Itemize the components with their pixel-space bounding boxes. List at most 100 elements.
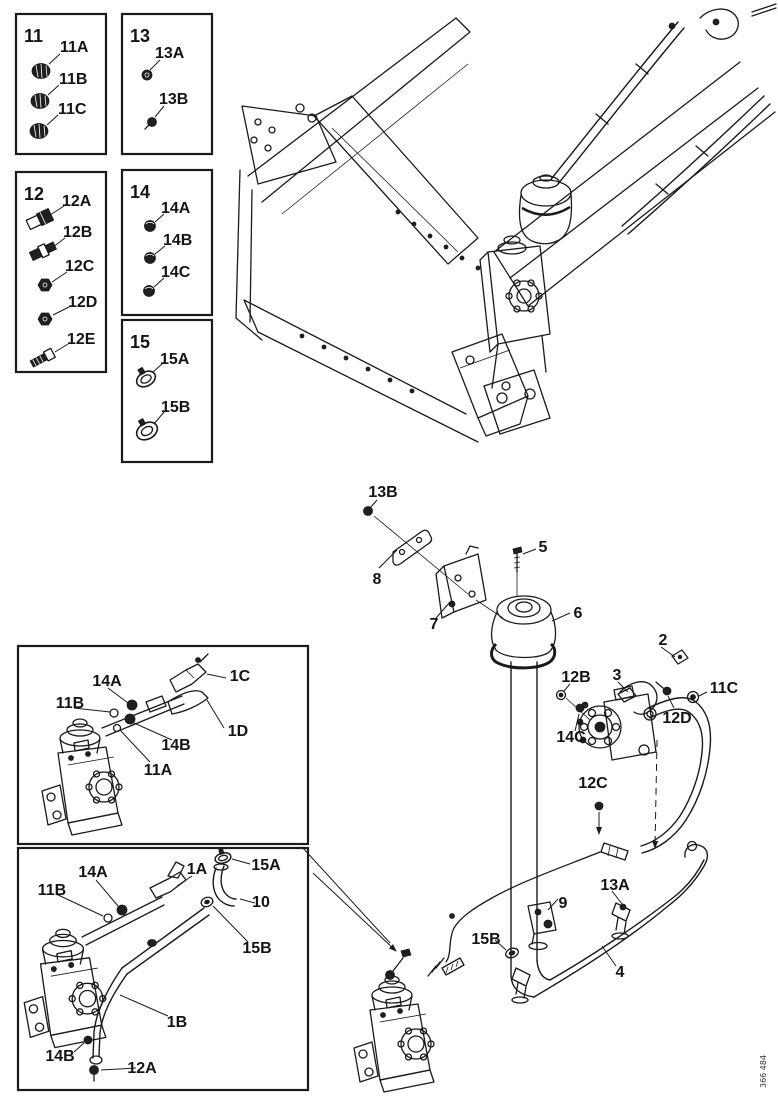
legend-item-14A-label: 14A (161, 200, 191, 217)
clamp-15b-main (505, 947, 519, 959)
callout-14C-label: 14C (556, 729, 586, 746)
callout-5-label: 5 (539, 539, 548, 556)
legend-box-11-title: 11 (24, 26, 43, 46)
inset-bottom-callout-14B-label: 14B (45, 1048, 74, 1065)
legend-box-15-title: 15 (130, 332, 150, 352)
pressure-hose (427, 697, 712, 977)
legend-item-11A-label: 11A (60, 39, 89, 56)
legend-item-12D-label: 12D (68, 294, 97, 311)
inset-top-callout-14A-label: 14A (92, 673, 122, 690)
straight-fitting-icon (28, 241, 58, 262)
legend-box-12: 12 12A 12B 12C 12D 12E (14, 170, 108, 374)
inset-top-callout-1D-label: 1D (228, 723, 248, 740)
detail-pointer-arrows (301, 846, 396, 951)
pump-assembly (576, 685, 657, 761)
hex-nut-icon (37, 312, 53, 326)
drag-link-parts (81, 848, 237, 1082)
legend-item-13A-label: 13A (155, 45, 185, 62)
flange-nut-icon (144, 252, 156, 264)
legend-box-11: 11 11A 11B 11C (14, 12, 108, 156)
reservoir-6 (490, 595, 557, 670)
bottom-center-gear (353, 948, 465, 1093)
callout-6-label: 6 (574, 605, 583, 622)
knurled-nut-icon (30, 93, 50, 109)
flange-nut-icon (143, 285, 155, 297)
inset-bottom-callout-12A-label: 12A (127, 1060, 157, 1077)
nut-14c (575, 703, 585, 713)
knurled-nut-icon (29, 123, 49, 139)
return-pipe-4 (511, 840, 709, 1004)
knurled-nut-icon (31, 63, 51, 79)
inset-bottom-callout-15A-label: 15A (251, 857, 281, 874)
inset-top-callout-11B-label: 11B (56, 695, 84, 712)
nut-13b (363, 506, 373, 516)
callout-2-label: 2 (659, 632, 668, 649)
hose-clamp-icon (135, 366, 157, 388)
callout-4-label: 4 (616, 964, 625, 981)
frame-steering-gear (479, 235, 551, 435)
legend-item-12B-label: 12B (63, 224, 92, 241)
inset-bottom-callout-14A-label: 14A (78, 864, 108, 881)
callout-3-label: 3 (613, 667, 622, 684)
fitting-12d (655, 681, 672, 696)
legend-box-13-title: 13 (130, 26, 150, 46)
legend-box-14-title: 14 (130, 182, 150, 202)
inset-bottom-callout-15B-label: 15B (242, 940, 271, 957)
screw-5 (512, 546, 523, 596)
bolt-12c (594, 801, 604, 811)
frame-hoses (551, 8, 771, 235)
callout-13B-label: 13B (368, 484, 397, 501)
inset-top-callout-11A-label: 11A (144, 762, 173, 779)
legend-item-12A-label: 12A (62, 193, 92, 210)
suction-pipe (510, 661, 551, 998)
stud-bolt-icon (29, 347, 56, 368)
legend-item-14C-label: 14C (161, 264, 191, 281)
legend-box-14: 14 14A 14B 14C (120, 168, 214, 317)
legend-item-12E-label: 12E (67, 331, 96, 348)
bracket-8 (392, 529, 433, 566)
legend-box-13: 13 13A 13B (120, 12, 214, 156)
bracket-7 (435, 545, 487, 619)
hex-nut-icon (37, 278, 53, 292)
small-nut-icon (141, 69, 153, 81)
bolt-13a (619, 903, 627, 911)
frame-reservoir (518, 174, 573, 245)
callout-8-label: 8 (373, 571, 382, 588)
legend-item-14B-label: 14B (163, 232, 192, 249)
callout-11C-label: 11C (710, 680, 739, 697)
input-shaft-parts (101, 653, 209, 737)
callout-12D-label: 12D (662, 710, 691, 727)
callout-12B-label: 12B (561, 669, 590, 686)
legend-box-12-title: 12 (24, 184, 44, 204)
legend-box-15: 15 15A 15B (120, 318, 214, 464)
elbow-fitting-icon (25, 207, 55, 231)
inset-bottom-callout-1B-label: 1B (167, 1014, 187, 1031)
main-figure: 13B 8 7 5 6 2 3 12B 11C 12D 14C 12C 9 13… (363, 484, 739, 1004)
inset-bottom-callout-1A-label: 1A (187, 861, 208, 878)
inset-box-top: 14A 1C 11B 1D 14B 11A (16, 644, 310, 846)
inset-bottom-callout-10-label: 10 (252, 894, 270, 911)
callout-15B-label: 15B (471, 931, 500, 948)
callout-7-label: 7 (430, 616, 439, 633)
steering-gear-inset-top (41, 718, 123, 836)
callout-9-label: 9 (559, 895, 568, 912)
clip-2 (671, 649, 689, 665)
inset-top-callout-14B-label: 14B (161, 737, 190, 754)
hose-clamp-icon (135, 417, 159, 441)
flange-nut-icon (144, 220, 156, 232)
hidden-hose-dashed-line (652, 739, 659, 849)
bracket-9 (527, 901, 557, 951)
legend-item-11C-label: 11C (58, 101, 87, 118)
inset-box-bottom: 14A 1A 15A 11B 10 15B 1B 14B 12A (16, 846, 310, 1092)
figure-number-vertical: 366 484 (759, 1055, 768, 1088)
legend-item-15B-label: 15B (161, 399, 190, 416)
small-screw-icon (144, 117, 157, 130)
callout-13A-label: 13A (600, 877, 630, 894)
inset-bottom-callout-11B-label: 11B (38, 882, 66, 899)
legend-item-15A-label: 15A (160, 351, 190, 368)
callout-12C-label: 12C (578, 775, 608, 792)
inset-top-callout-1C-label: 1C (230, 668, 251, 685)
legend-item-13B-label: 13B (159, 91, 188, 108)
truck-frame-drawing (235, 3, 777, 443)
